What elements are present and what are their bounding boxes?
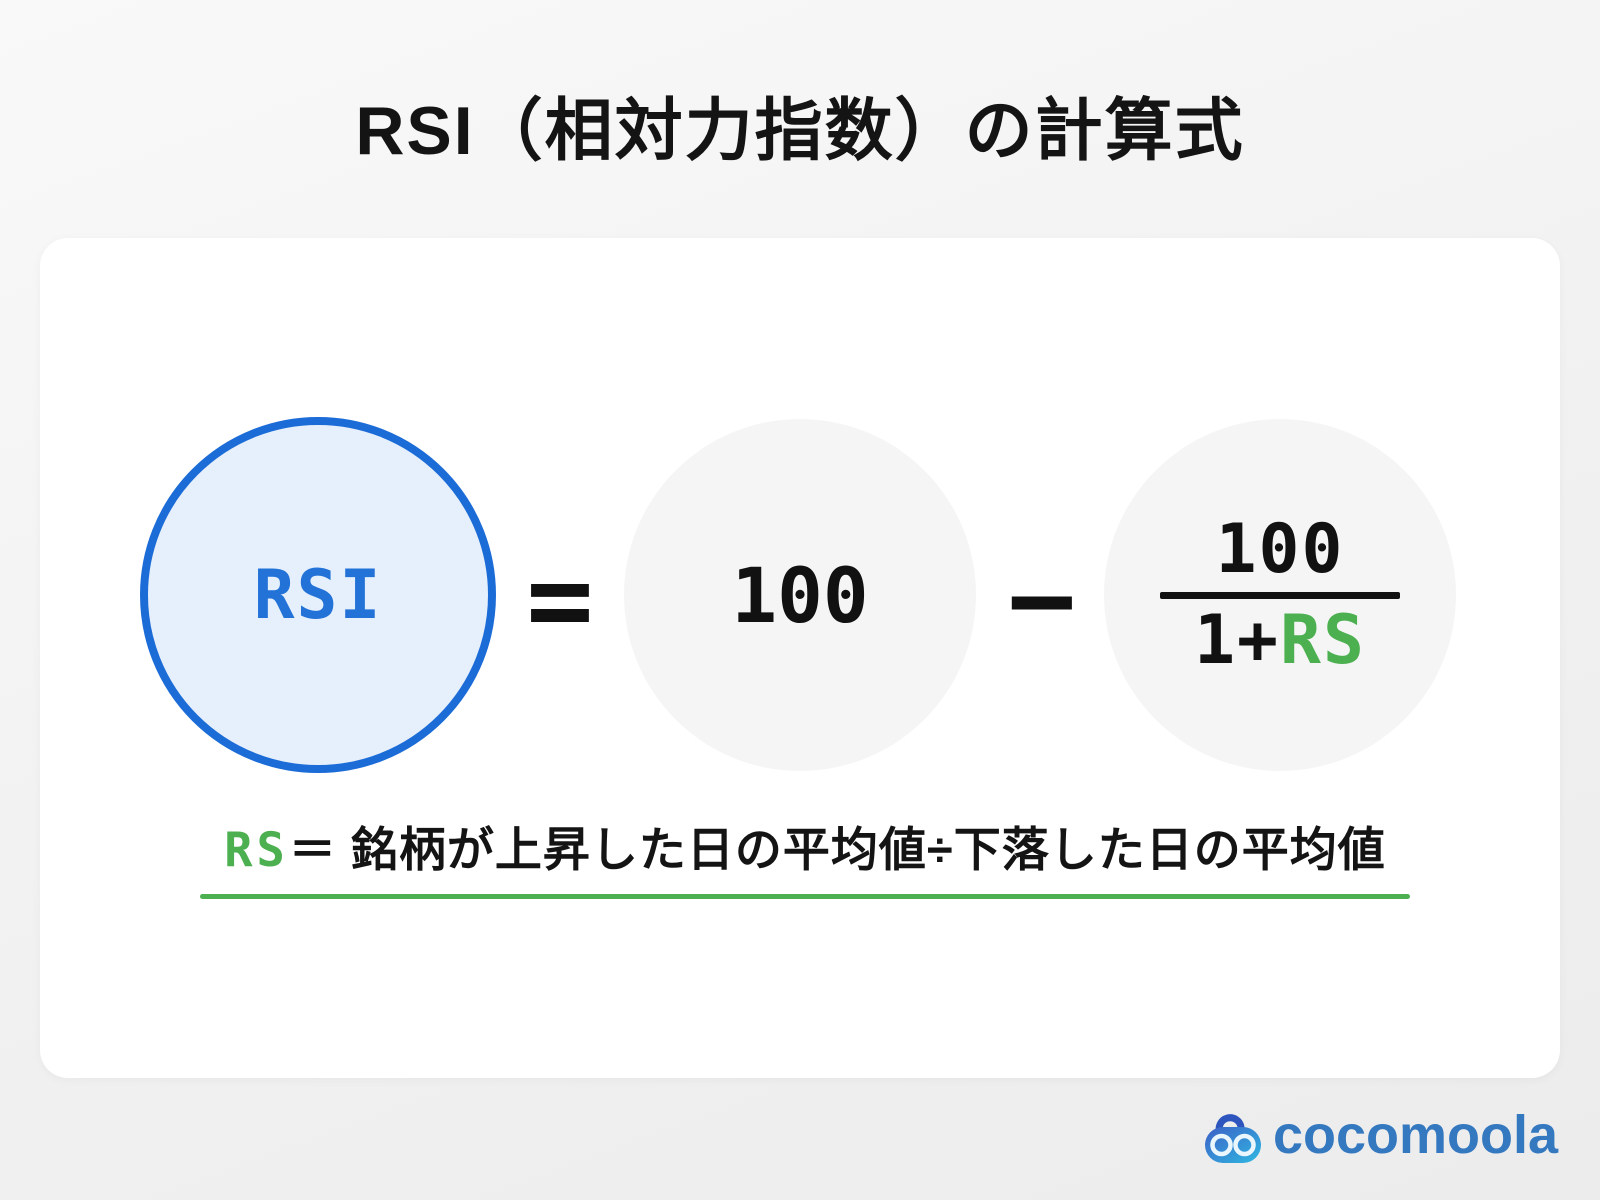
denominator-one-plus: 1+ [1194, 600, 1280, 680]
fraction-circle: 100 1+RS [1104, 419, 1456, 771]
denominator-rs: RS [1280, 600, 1366, 680]
equals-sign: = [526, 535, 594, 665]
rs-term: RS [224, 823, 289, 878]
cocomoola-logo: cocomoola [1204, 1108, 1558, 1166]
rs-definition-text: RS＝ 銘柄が上昇した日の平均値÷下落した日の平均値 [200, 823, 1410, 878]
rsi-circle: RSI [140, 417, 496, 773]
minus-sign: − [1008, 535, 1076, 665]
fraction: 100 1+RS [1160, 509, 1400, 675]
green-underline [200, 894, 1410, 900]
cocomoola-wordmark: cocomoola [1272, 1105, 1558, 1165]
hundred-circle: 100 [624, 419, 976, 771]
fraction-denominator: 1+RS [1194, 606, 1366, 675]
rsi-label: RSI [253, 555, 383, 635]
page-title: RSI（相対力指数）の計算式 [355, 93, 1245, 169]
formula-card: RSI = 100 − 100 1+RS RS＝ 銘柄が上昇した日の平均値÷下落… [40, 238, 1560, 1078]
hundred-value: 100 [731, 550, 869, 640]
cocomoola-icon [1204, 1114, 1261, 1163]
rs-definition-body: ＝ 銘柄が上昇した日の平均値÷下落した日の平均値 [288, 823, 1386, 876]
rs-definition: RS＝ 銘柄が上昇した日の平均値÷下落した日の平均値 [200, 823, 1410, 900]
fraction-numerator: 100 [1215, 509, 1345, 589]
fraction-bar [1160, 591, 1400, 599]
